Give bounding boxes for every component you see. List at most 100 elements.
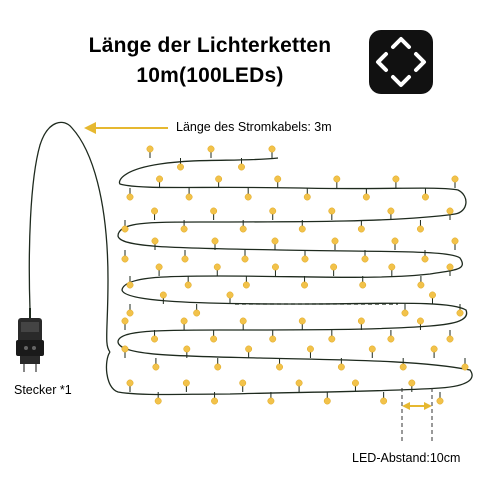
light-chain-wire	[105, 157, 473, 396]
led-spacing-guide	[401, 388, 433, 442]
led-bulb	[421, 255, 429, 263]
led-bulb	[301, 255, 309, 263]
led-bulb	[362, 193, 370, 201]
led-bulb	[271, 237, 279, 245]
led-bulb	[226, 291, 234, 299]
led-bulb	[183, 345, 191, 353]
led-bulb	[436, 397, 444, 405]
led-bulb	[151, 335, 158, 343]
led-bulb	[121, 345, 129, 353]
led-bulb	[422, 193, 429, 201]
plug-label: Stecker *1	[14, 383, 72, 397]
led-bulb	[126, 193, 134, 201]
led-bulb	[180, 317, 188, 325]
led-bulb	[244, 193, 252, 201]
led-bulb	[268, 145, 276, 153]
led-bulb	[151, 207, 158, 215]
power-cable-arrow	[84, 122, 168, 134]
led-bulb	[151, 237, 159, 245]
led-bulb	[333, 175, 341, 183]
led-bulb	[359, 281, 367, 289]
led-bulb	[215, 175, 223, 183]
led-bulb	[184, 281, 192, 289]
led-bulb	[126, 309, 134, 317]
led-bulb	[121, 317, 129, 325]
led-bulb	[276, 363, 283, 371]
led-bulb	[126, 281, 134, 289]
led-bulb	[121, 255, 129, 263]
led-bulb	[323, 397, 331, 405]
led-bulb	[451, 237, 459, 245]
led-bulb	[155, 263, 163, 271]
led-bulb	[399, 363, 407, 371]
led-bulb	[177, 163, 184, 171]
led-bulb	[211, 397, 218, 405]
led-bulb	[159, 291, 167, 299]
led-bulb	[417, 281, 425, 289]
led-bulb	[446, 335, 454, 343]
led-bulb	[214, 363, 222, 371]
led-bulb	[451, 175, 459, 183]
led-bulb	[401, 309, 409, 317]
led-bulb	[446, 207, 454, 215]
led-bulb	[331, 237, 339, 245]
led-bulb	[417, 225, 424, 233]
led-bulb	[330, 263, 338, 271]
led-bulb	[126, 379, 134, 387]
led-bulb	[274, 175, 282, 183]
led-bulb	[298, 225, 306, 233]
led-bulb	[182, 379, 190, 387]
led-bulb	[213, 263, 221, 271]
led-spacing-label: LED-Abstand:10cm	[352, 451, 461, 465]
headline-line-1: Länge der Lichterketten	[88, 34, 332, 57]
led-bulb	[361, 255, 369, 263]
led-bulb	[269, 335, 277, 343]
led-bulb	[193, 309, 201, 317]
led-bulb	[380, 397, 388, 405]
led-bulb	[298, 317, 306, 325]
led-bulb	[239, 317, 247, 325]
led-bulb	[267, 397, 275, 405]
power-cable-label: Länge des Stromkabels: 3m	[176, 120, 332, 134]
led-bulb	[242, 281, 250, 289]
led-bulb	[211, 237, 219, 245]
led-bulb	[328, 335, 336, 343]
plug-icon	[16, 308, 44, 372]
led-bulb	[387, 207, 395, 215]
led-bulb	[328, 207, 336, 215]
led-bulb	[417, 317, 424, 325]
led-bulb	[180, 225, 188, 233]
led-bulb	[430, 345, 438, 353]
led-bulb	[239, 379, 247, 387]
led-bulb	[337, 363, 345, 371]
led-bulb	[269, 207, 277, 215]
led-bulb	[357, 225, 365, 233]
headline-line-2: 10m(100LEDs)	[136, 64, 284, 87]
led-bulb	[295, 379, 303, 387]
led-bulb	[245, 345, 253, 353]
power-cable	[28, 121, 111, 353]
led-bulb	[387, 335, 395, 343]
led-bulb	[392, 175, 400, 183]
led-bulb	[303, 193, 311, 201]
led-bulb	[429, 291, 436, 299]
led-bulb	[238, 163, 245, 171]
led-bulb	[210, 335, 218, 343]
led-bulb	[446, 263, 454, 271]
led-bulb	[121, 225, 129, 233]
led-bulb	[368, 345, 376, 353]
led-bulb	[146, 145, 154, 153]
led-bulb	[307, 345, 314, 353]
led-bulb	[357, 317, 365, 325]
led-bulb	[210, 207, 218, 215]
led-bulb	[272, 263, 279, 271]
led-bulb	[241, 255, 249, 263]
led-bulb	[352, 379, 359, 387]
led-bulb	[207, 145, 215, 153]
led-bulb	[239, 225, 247, 233]
resize-arrows-icon	[376, 37, 426, 87]
resize-badge	[369, 30, 433, 94]
led-bulb	[456, 309, 464, 317]
led-bulb	[154, 397, 162, 405]
